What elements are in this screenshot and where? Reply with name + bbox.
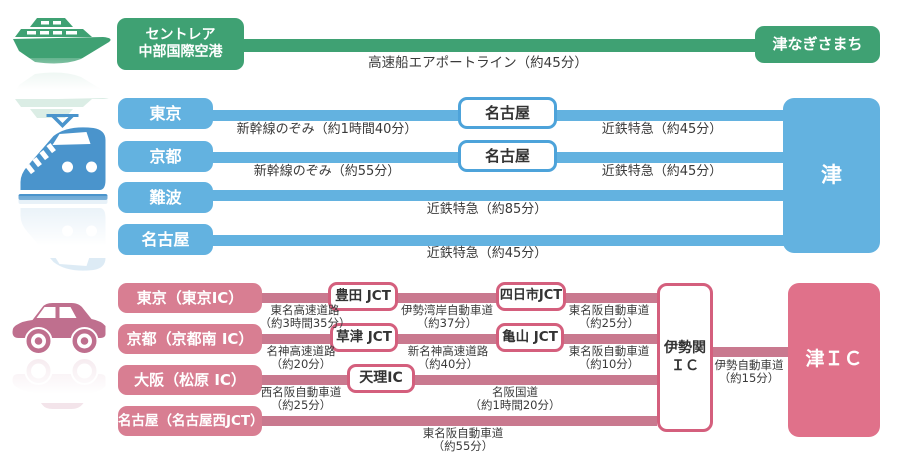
train-leg-label: 近鉄特急（約45分）	[426, 246, 548, 261]
road-name: 東名高速道路	[270, 303, 340, 317]
road-name: 名神高速道路	[266, 344, 336, 358]
train-leg-label: 新幹線のぞみ（約1時間40分）	[236, 122, 418, 137]
ferry-origin-line2: 中部国際空港	[138, 44, 223, 60]
road-label: 東名阪自動車道 （約10分）	[549, 344, 669, 372]
road-name: 伊勢自動車道	[714, 358, 784, 372]
junction-kusatsu-jct: 草津 JCT	[330, 323, 398, 352]
road-name: 東名阪自動車道	[568, 344, 650, 358]
road-time: （約3時間35分）	[259, 316, 351, 331]
train-origin-namba: 難波	[118, 182, 213, 213]
junction-yokkaichi-jct: 四日市JCT	[496, 282, 566, 311]
road-label: 伊勢湾岸自動車道 （約37分）	[387, 303, 507, 331]
road-time: （約20分）	[270, 357, 332, 372]
boat-icon	[13, 18, 111, 64]
train-leg-label: 近鉄特急（約85分）	[426, 202, 548, 217]
road-name: 西名阪自動車道	[260, 385, 342, 399]
train-origin-kyoto: 京都	[118, 141, 213, 172]
road-label: 西名阪自動車道 （約25分）	[241, 385, 361, 413]
ferry-origin-node: セントレア 中部国際空港	[117, 18, 244, 70]
road-name: 名阪国道	[492, 385, 538, 399]
road-line-tokyo	[262, 293, 657, 303]
hub-line2: ＩＣ	[671, 357, 699, 374]
road-time: （約37分）	[416, 316, 478, 331]
car-origin-nagoya: 名古屋（名古屋西JCT）	[118, 406, 264, 436]
ferry-origin-line1: セントレア	[145, 26, 216, 43]
road-line-nagoya	[262, 416, 657, 426]
car-reflection-fade	[8, 355, 114, 403]
train-via-nagoya-1: 名古屋	[458, 97, 557, 129]
road-line-kyoto	[262, 334, 657, 344]
road-time: （約55分）	[432, 439, 494, 454]
road-time: （約25分）	[578, 316, 640, 331]
car-destination-node: 津ＩＣ	[788, 283, 880, 437]
road-line-iseseki-to-tsu	[713, 347, 788, 357]
train-leg-label: 近鉄特急（約45分）	[601, 122, 723, 137]
road-time: （約1時間20分）	[469, 398, 561, 413]
road-time: （約15分）	[718, 371, 780, 386]
road-time: （約10分）	[578, 357, 640, 372]
junction-iseseki-ic: 伊勢関 ＩＣ	[657, 283, 713, 432]
train-reflection-fade	[15, 196, 111, 258]
road-line-osaka	[262, 375, 657, 385]
hub-line1: 伊勢関	[664, 340, 706, 356]
rail-line-namba	[205, 190, 790, 201]
train-origin-tokyo: 東京	[118, 98, 213, 129]
road-name: 東名阪自動車道	[568, 303, 650, 317]
junction-kameyama-jct: 亀山 JCT	[496, 323, 564, 352]
train-leg-label: 新幹線のぞみ（約55分）	[253, 164, 401, 179]
road-name: 伊勢湾岸自動車道	[401, 303, 493, 317]
road-time: （約25分）	[270, 398, 332, 413]
ferry-route-line	[240, 39, 760, 52]
road-label: 東名阪自動車道 （約55分）	[403, 426, 523, 454]
road-name: 東名阪自動車道	[422, 426, 504, 440]
car-origin-osaka: 大阪（松原 IC）	[118, 365, 262, 395]
train-origin-nagoya: 名古屋	[118, 224, 213, 255]
train-via-nagoya-2: 名古屋	[458, 140, 557, 172]
car-icon	[12, 303, 106, 355]
road-label: 名神高速道路 （約20分）	[241, 344, 361, 372]
road-name: 新名神高速道路	[407, 344, 489, 358]
car-origin-kyoto: 京都（京都南 IC）	[118, 324, 262, 354]
road-label-ise-expressway: 伊勢自動車道 （約15分）	[688, 358, 810, 386]
train-destination-node: 津	[783, 98, 880, 253]
boat-reflection-fade	[8, 58, 120, 98]
road-label: 東名阪自動車道 （約25分）	[549, 303, 669, 331]
ferry-route-label: 高速船エアポートライン（約45分）	[368, 55, 588, 71]
road-label: 新名神高速道路 （約40分）	[388, 344, 508, 372]
train-icon	[18, 114, 108, 200]
junction-tenri-ic: 天理IC	[347, 364, 415, 393]
road-label: 東名高速道路 （約3時間35分）	[245, 303, 365, 331]
train-leg-label: 近鉄特急（約45分）	[601, 164, 723, 179]
rail-line-nagoya	[205, 235, 790, 246]
road-time: （約40分）	[417, 357, 479, 372]
ferry-destination-node: 津なぎさまち	[755, 26, 880, 63]
car-origin-tokyo: 東京（東京IC）	[118, 283, 262, 313]
road-label: 名阪国道 （約1時間20分）	[435, 385, 595, 413]
junction-toyota-jct: 豊田 JCT	[328, 282, 398, 311]
